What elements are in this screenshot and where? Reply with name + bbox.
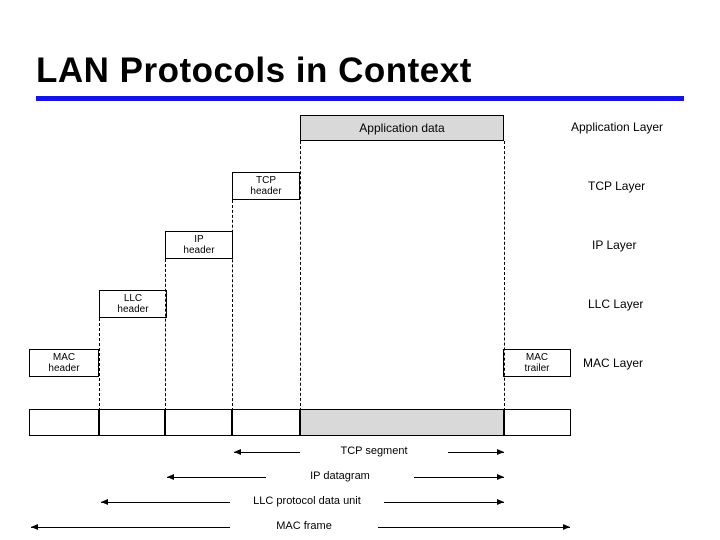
ip-header-block: IP header xyxy=(165,231,233,259)
ip-datagram-span: IP datagram xyxy=(266,470,414,482)
frame-mac-header xyxy=(29,409,99,436)
tcp-header-block: TCP header xyxy=(232,172,300,200)
frame-mac-trailer xyxy=(504,409,571,436)
llc-header-block: LLC header xyxy=(99,290,167,318)
application-layer-label: Application Layer xyxy=(571,120,664,134)
frame-ip-header xyxy=(165,409,232,436)
guide-line-llc-left xyxy=(99,318,100,411)
guide-line-app-right xyxy=(504,141,505,411)
llc-pdu-span: LLC protocol data unit xyxy=(230,495,384,507)
llc-layer-label: LLC Layer xyxy=(588,297,644,311)
guide-line-ip-left xyxy=(165,259,166,411)
page-title: LAN Protocols in Context xyxy=(36,51,472,90)
ip-layer-label: IP Layer xyxy=(592,238,637,252)
title-underline xyxy=(36,96,684,101)
frame-application-data xyxy=(300,409,504,436)
mac-header-block: MAC header xyxy=(29,349,99,377)
application-data-block: Application data xyxy=(300,115,504,141)
mac-trailer-block: MAC trailer xyxy=(503,349,571,377)
guide-line-tcp-left xyxy=(232,200,233,411)
tcp-layer-label: TCP Layer xyxy=(588,179,646,193)
mac-frame-span: MAC frame xyxy=(230,520,378,532)
frame-tcp-header xyxy=(232,409,300,436)
tcp-segment-span: TCP segment xyxy=(300,445,448,457)
guide-line-app-left xyxy=(300,141,301,411)
frame-llc-header xyxy=(99,409,165,436)
mac-layer-label: MAC Layer xyxy=(583,356,644,370)
